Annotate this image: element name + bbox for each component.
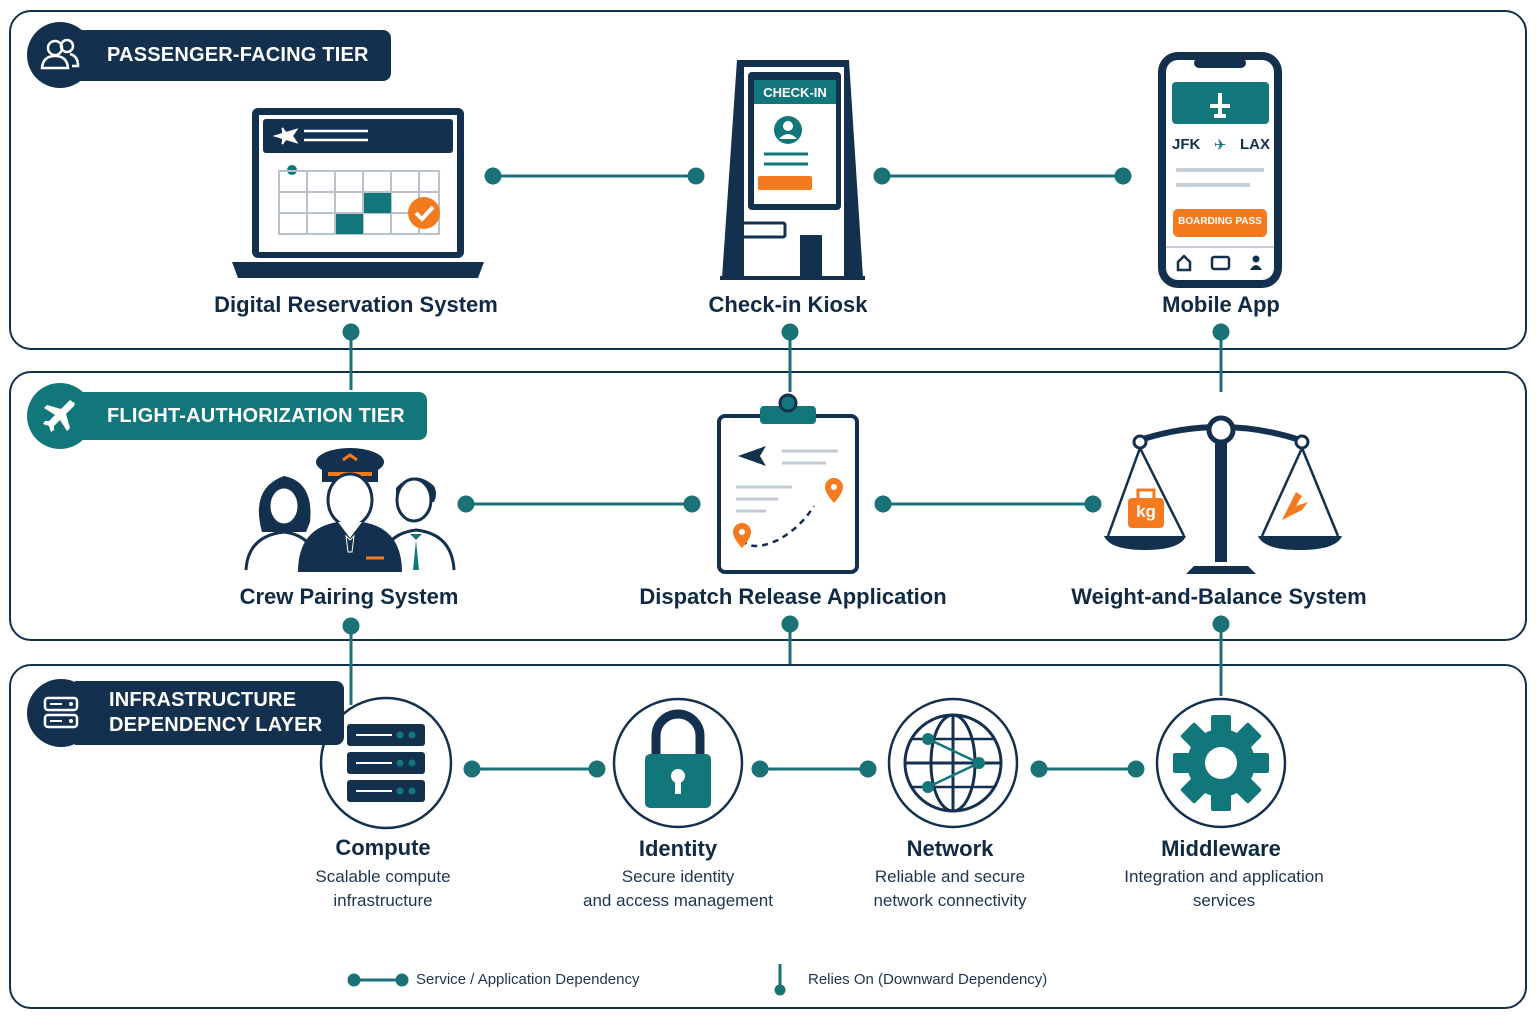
dependency-reservation-kiosk [484,167,705,185]
identity-desc: Secure identity and access management [583,865,773,913]
passenger-tier-badge: PASSENGER-FACING TIER [27,22,391,88]
relies-on-reservation-crew [342,323,360,390]
gear-icon [1155,697,1287,829]
legend-service-dependency-icon [347,973,409,987]
server-icon [27,679,95,747]
phone-icon [1158,52,1282,288]
relies-on-dispatch-network [781,615,799,664]
legend-service-dependency-label: Service / Application Dependency [416,971,640,988]
middleware-label[interactable]: Middleware [1161,836,1281,861]
infrastructure-layer-label: INFRASTRUCTURE DEPENDENCY LAYER [75,681,345,745]
mobile-app-label[interactable]: Mobile App [1162,292,1280,317]
bag-weight-text: kg [1136,502,1156,521]
origin-code: JFK [1172,136,1201,153]
laptop-calendar-icon [232,108,484,278]
flight-tier-label: FLIGHT-AUTHORIZATION TIER [73,392,427,440]
compute-desc-line1: Scalable compute [315,867,451,886]
dependency-network-middleware [1030,760,1145,778]
network-desc-line2: network connectivity [873,891,1027,910]
dependency-compute-identity [463,760,606,778]
compute-desc-line2: infrastructure [333,891,433,910]
kiosk-screen-text: CHECK-IN [763,85,827,100]
weight-and-balance-system-label[interactable]: Weight-and-Balance System [1071,584,1367,609]
compute-label[interactable]: Compute [335,835,431,860]
check-in-kiosk-label[interactable]: Check-in Kiosk [708,292,868,317]
dependency-identity-network [751,760,877,778]
server-rack-icon [319,696,453,830]
users-icon [27,22,93,88]
dependency-kiosk-mobile [873,167,1132,185]
boarding-pass-button[interactable]: BOARDING PASS [1178,216,1262,227]
scale-icon [1104,415,1342,574]
lock-icon [612,697,744,829]
middleware-desc-line2: services [1192,891,1256,910]
relies-on-crew-compute [342,617,360,705]
crew-icon [244,448,456,572]
network-desc-line1: Reliable and secure [874,867,1026,886]
legend-relies-on-label: Relies On (Downward Dependency) [808,971,1048,988]
route-plane-icon: ✈ [1213,137,1227,154]
identity-label[interactable]: Identity [638,836,718,861]
destination-code: LAX [1239,136,1270,153]
identity-desc-line2: and access management [583,891,773,910]
clipboard-route-icon [717,393,859,574]
compute-desc: Scalable compute infrastructure [315,865,450,913]
relies-on-kiosk-dispatch [781,323,799,392]
infrastructure-label-line1: INFRASTRUCTURE [109,689,297,711]
middleware-desc: Integration and application services [1124,865,1323,913]
kiosk-icon [720,60,865,280]
airplane-icon [27,383,93,449]
mobile-route: JFK ✈ LAX [1172,136,1270,154]
passenger-tier-label: PASSENGER-FACING TIER [73,29,391,81]
network-label[interactable]: Network [906,836,994,861]
dependency-crew-dispatch [457,495,701,513]
network-desc: Reliable and secure network connectivity [873,865,1026,913]
legend-relies-on-icon [774,964,786,996]
globe-icon [887,697,1019,829]
relies-on-weight-middleware [1212,615,1230,696]
infrastructure-layer-badge: INFRASTRUCTURE DEPENDENCY LAYER [27,679,345,747]
infrastructure-label-line2: DEPENDENCY LAYER [109,714,323,736]
dependency-dispatch-weight [874,495,1102,513]
middleware-desc-line1: Integration and application [1124,867,1324,886]
identity-desc-line1: Secure identity [621,867,735,886]
flight-tier-badge: FLIGHT-AUTHORIZATION TIER [27,383,427,449]
relies-on-mobile-weight [1212,323,1230,392]
crew-pairing-system-label[interactable]: Crew Pairing System [239,584,459,609]
dispatch-release-application-label[interactable]: Dispatch Release Application [639,584,947,609]
digital-reservation-system-label[interactable]: Digital Reservation System [214,292,498,317]
